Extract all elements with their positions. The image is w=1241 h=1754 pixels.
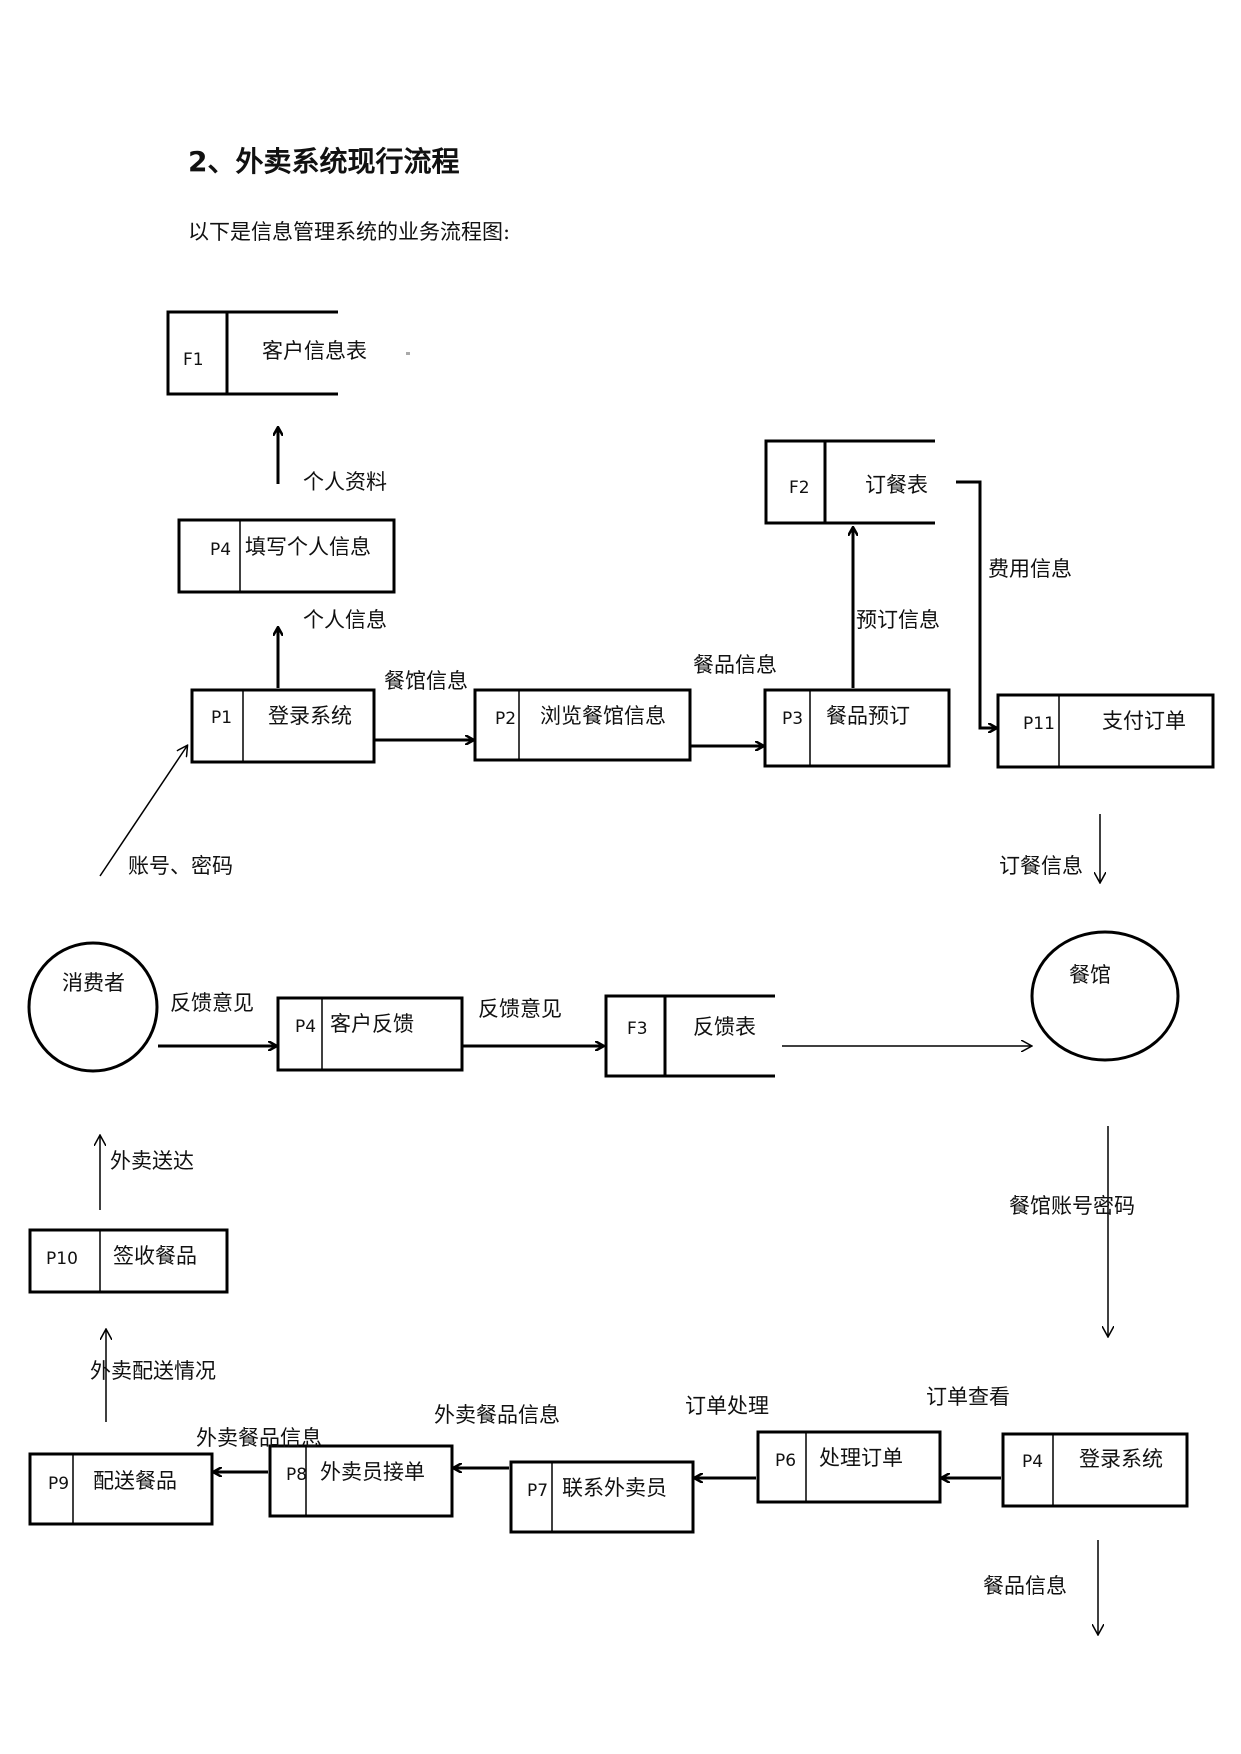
svg-text:登录系统: 登录系统: [1079, 1447, 1163, 1471]
svg-text:P4: P4: [210, 540, 231, 560]
flow-personal-info: 个人信息: [303, 608, 387, 632]
flow-takeout-dish-info-2: 外卖餐品信息: [196, 1426, 322, 1450]
svg-text:P9: P9: [48, 1474, 69, 1494]
process-p4-feedback: P4 客户反馈: [276, 996, 464, 1072]
svg-text:浏览餐馆信息: 浏览餐馆信息: [540, 704, 666, 728]
svg-text:签收餐品: 签收餐品: [113, 1244, 197, 1268]
store-f1-name: 客户信息表: [262, 339, 367, 363]
process-p10: P10 签收餐品: [28, 1228, 229, 1294]
process-p2: P2 浏览餐馆信息: [473, 688, 692, 762]
svg-text:处理订单: 处理订单: [819, 1446, 903, 1470]
store-f1: F1 客户信息表: [166, 310, 410, 396]
process-p11: P11 支付订单: [996, 693, 1215, 769]
svg-text:P4: P4: [1022, 1452, 1043, 1472]
entity-consumer: 消费者: [27, 941, 159, 1073]
page-heading: 2、外卖系统现行流程: [188, 145, 460, 178]
store-f2-code: F2: [789, 478, 810, 498]
process-p1: P1 登录系统: [190, 688, 376, 764]
entity-restaurant: 餐馆: [1030, 930, 1180, 1062]
process-p4-login: P4 登录系统: [1001, 1432, 1189, 1508]
svg-text:餐品预订: 餐品预订: [826, 704, 910, 728]
svg-text:P7: P7: [527, 1481, 548, 1501]
svg-text:P1: P1: [211, 708, 232, 728]
svg-text:餐馆: 餐馆: [1069, 963, 1111, 987]
arrow-f2-to-p11: [956, 480, 996, 728]
flow-fee-info: 费用信息: [988, 557, 1072, 581]
flow-feedback-2: 反馈意见: [478, 997, 562, 1021]
process-p9: P9 配送餐品: [28, 1452, 214, 1526]
flow-dish-info-bottom: 餐品信息: [983, 1574, 1067, 1598]
svg-text:填写个人信息: 填写个人信息: [245, 535, 371, 559]
store-f3-code: F3: [627, 1019, 648, 1039]
flow-personal-data: 个人资料: [303, 470, 387, 494]
store-f2: F2 订餐表: [764, 439, 935, 525]
store-f2-name: 订餐表: [865, 473, 928, 497]
flow-order-info: 订餐信息: [999, 854, 1083, 878]
svg-text:P10: P10: [46, 1249, 78, 1269]
svg-text:登录系统: 登录系统: [268, 704, 352, 728]
svg-text:P3: P3: [782, 709, 803, 729]
store-f1-code: F1: [183, 350, 204, 370]
svg-text:P8: P8: [286, 1465, 307, 1485]
svg-text:联系外卖员: 联系外卖员: [562, 1476, 667, 1500]
svg-text:P6: P6: [775, 1451, 796, 1471]
store-f3-name: 反馈表: [693, 1015, 756, 1039]
flow-restaurant-info: 餐馆信息: [384, 669, 468, 693]
svg-text:客户反馈: 客户反馈: [330, 1012, 414, 1036]
svg-text:P2: P2: [495, 709, 516, 729]
flow-takeout-dish-info-1: 外卖餐品信息: [434, 1403, 560, 1427]
arrow-consumer-to-p1: [99, 746, 187, 877]
flow-delivery-status: 外卖配送情况: [90, 1359, 216, 1383]
svg-text:外卖员接单: 外卖员接单: [320, 1460, 425, 1484]
flow-rest-account-password: 餐馆账号密码: [1009, 1194, 1135, 1218]
svg-text:消费者: 消费者: [62, 971, 125, 995]
process-p7: P7 联系外卖员: [509, 1460, 695, 1534]
store-f3: F3 反馈表: [604, 994, 775, 1078]
flow-order-view: 订单查看: [926, 1385, 1010, 1409]
svg-text:P11: P11: [1023, 714, 1055, 734]
stray-mark: [406, 352, 410, 355]
process-p8: P8 外卖员接单: [268, 1444, 454, 1518]
svg-text:P4: P4: [295, 1017, 316, 1037]
flow-feedback-1: 反馈意见: [170, 991, 254, 1015]
intro-text: 以下是信息管理系统的业务流程图:: [188, 220, 511, 244]
process-p4-fill: P4 填写个人信息: [177, 518, 396, 594]
process-p3: P3 餐品预订: [763, 688, 951, 768]
flow-account-password: 账号、密码: [128, 854, 233, 878]
flow-dish-info-top: 餐品信息: [693, 653, 777, 677]
flow-booking-info: 预订信息: [856, 608, 940, 632]
flow-order-process: 订单处理: [685, 1394, 769, 1418]
flow-delivered: 外卖送达: [110, 1149, 194, 1173]
svg-text:配送餐品: 配送餐品: [93, 1469, 177, 1493]
process-p6: P6 处理订单: [756, 1430, 942, 1504]
svg-text:支付订单: 支付订单: [1102, 709, 1186, 733]
